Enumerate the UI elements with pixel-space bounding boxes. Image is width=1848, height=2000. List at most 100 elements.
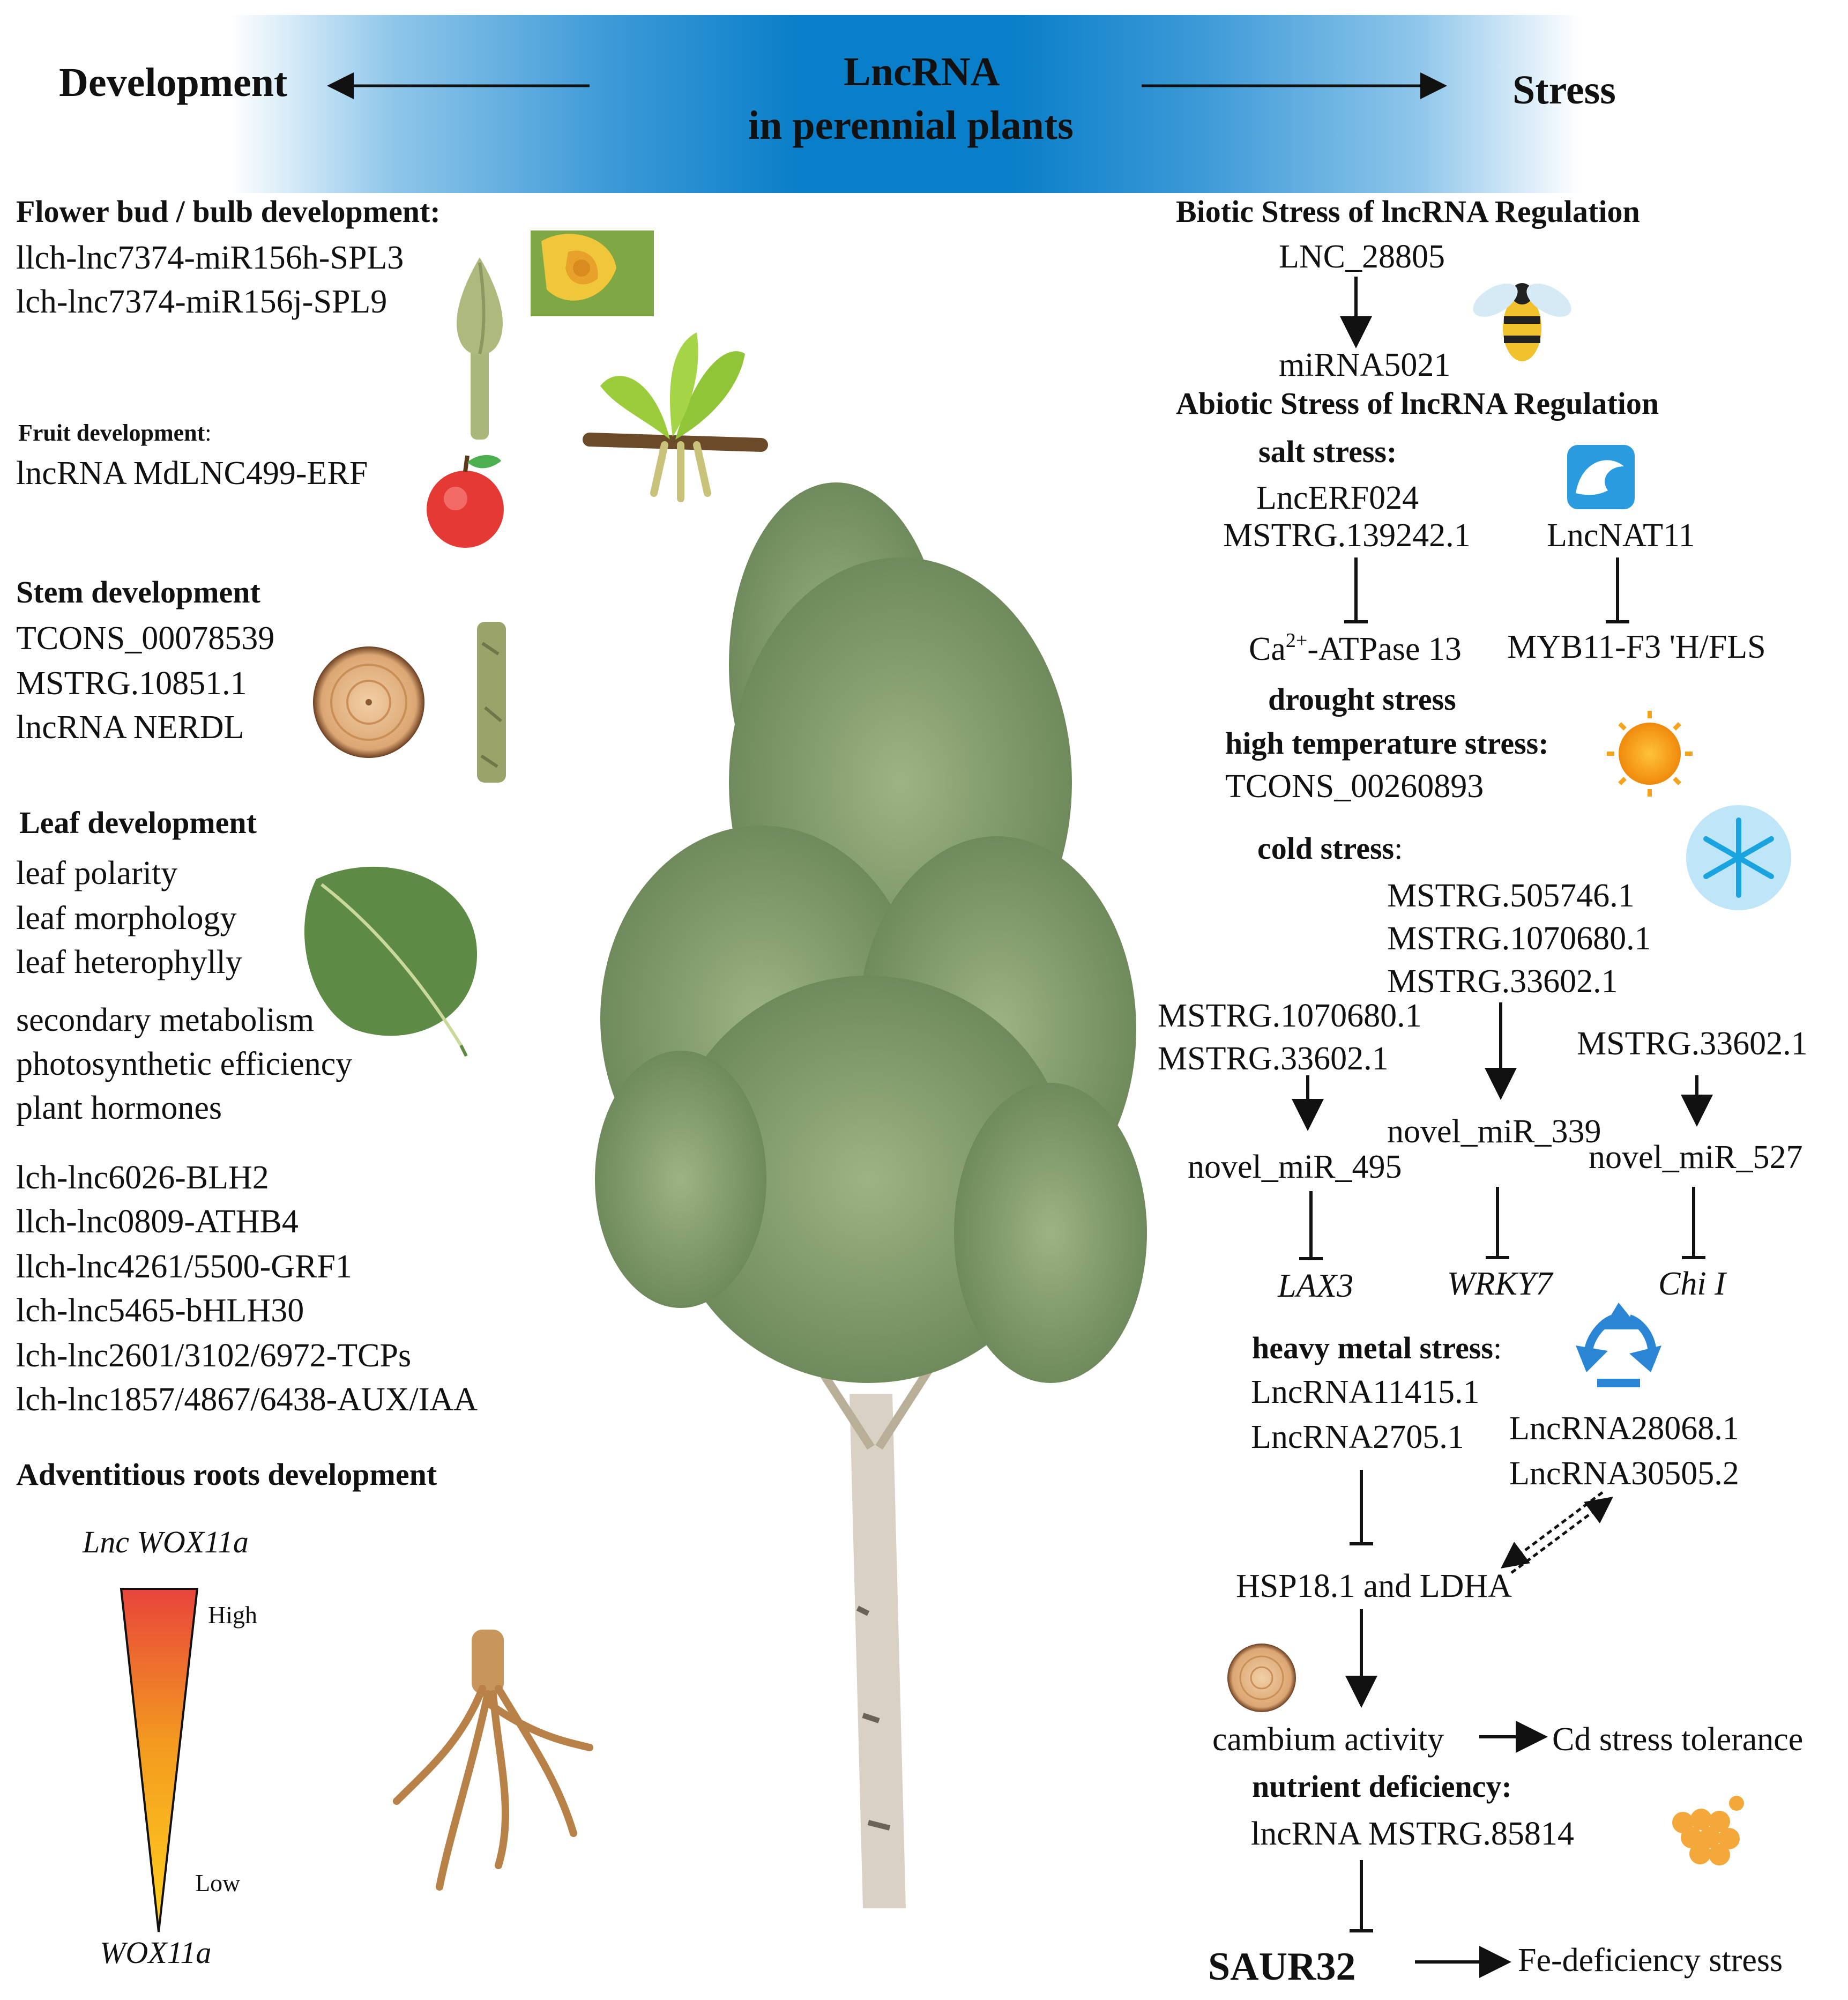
leaf-trait-5: photosynthetic efficiency <box>16 1046 353 1082</box>
apple-icon <box>427 455 504 548</box>
cold-center-item-3: MSTRG.33602.1 <box>1387 963 1618 1000</box>
cd-stress-tolerance-label: Cd stress tolerance <box>1552 1721 1804 1758</box>
nutrient-granules-icon <box>1672 1796 1744 1865</box>
stem-item-1: TCONS_00078539 <box>16 620 275 657</box>
cold-center-item-2: MSTRG.1070680.1 <box>1387 920 1651 957</box>
cold-right-item: MSTRG.33602.1 <box>1577 1025 1808 1062</box>
cold-left-item-1: MSTRG.1070680.1 <box>1158 998 1422 1034</box>
cold-mir-left: novel_miR_495 <box>1188 1149 1402 1185</box>
heavy-metal-target: HSP18.1 and LDHA <box>1236 1568 1512 1604</box>
heavy-metal-title-text: heavy metal stress <box>1252 1330 1493 1365</box>
leaf-item-2: llch-lnc0809-ATHB4 <box>16 1203 299 1240</box>
wood-ring-icon <box>1227 1644 1296 1712</box>
water-wave-icon <box>1567 445 1635 509</box>
roots-low-label: Low <box>195 1869 241 1897</box>
flower-item-2: lch-lnc7374-miR156j-SPL9 <box>16 284 388 320</box>
heavy-metal-stress-title: heavy metal stress: <box>1252 1333 1502 1364</box>
cold-title-text: cold stress <box>1257 831 1395 866</box>
abiotic-stress-title: Abiotic Stress of lncRNA Regulation <box>1176 386 1659 421</box>
leaf-icon <box>304 866 477 1057</box>
fe-deficiency-label: Fe-deficiency stress <box>1518 1942 1783 1979</box>
salt-left-target-post: -ATPase 13 <box>1307 631 1462 667</box>
leaf-trait-3: leaf heterophylly <box>16 944 242 980</box>
salt-left-target-pre: Ca <box>1249 631 1286 667</box>
salt-left-1: LncERF024 <box>1256 480 1419 516</box>
header-development-label: Development <box>59 60 288 105</box>
leaf-item-4: lch-lnc5465-bHLH30 <box>16 1292 304 1329</box>
cold-center-item-1: MSTRG.505746.1 <box>1387 878 1635 914</box>
roots-development-title: Adventitious roots development <box>16 1457 437 1492</box>
leaf-item-5: lch-lnc2601/3102/6972-TCPs <box>16 1337 412 1374</box>
stem-development-title: Stem development <box>16 575 260 609</box>
fruit-item-1: lncRNA MdLNC499-ERF <box>16 455 368 492</box>
recycle-icon <box>1576 1303 1661 1387</box>
bee-icon <box>1473 283 1571 361</box>
biotic-source: LNC_28805 <box>1279 239 1445 275</box>
nutrient-item: lncRNA MSTRG.85814 <box>1251 1816 1574 1852</box>
roots-bottom-label: WOX11a <box>100 1935 212 1970</box>
leaf-development-title: Leaf development <box>19 805 257 840</box>
salt-left-inhibition <box>1344 557 1368 623</box>
heavy-metal-right-1: LncRNA28068.1 <box>1509 1410 1739 1447</box>
leaf-trait-1: leaf polarity <box>16 855 178 891</box>
cold-mir-right: novel_miR_527 <box>1589 1139 1803 1176</box>
fruit-development-title: Fruit development: <box>18 421 212 445</box>
snowflake-icon <box>1686 805 1791 910</box>
high-temperature-stress-title: high temperature stress: <box>1225 726 1549 761</box>
salt-left-target: Ca2+-ATPase 13 <box>1249 630 1462 666</box>
heavy-metal-left-2: LncRNA2705.1 <box>1251 1419 1464 1455</box>
heavy-metal-inhibition <box>1350 1470 1373 1545</box>
leaf-item-6: lch-lnc1857/4867/6438-AUX/IAA <box>16 1381 478 1418</box>
heavy-metal-bidirectional-arrow <box>1500 1491 1614 1574</box>
nutrient-deficiency-title: nutrient deficiency: <box>1252 1769 1512 1804</box>
salt-left-2: MSTRG.139242.1 <box>1223 517 1471 554</box>
tulip-flower-icon <box>531 231 654 316</box>
salt-left-target-sup: 2+ <box>1285 629 1308 652</box>
fruit-title-text: Fruit development <box>18 420 205 446</box>
saur32-gene: SAUR32 <box>1208 1945 1356 1989</box>
leaf-item-1: lch-lnc6026-BLH2 <box>16 1159 269 1196</box>
drought-stress-title: drought stress <box>1268 682 1456 717</box>
fruit-title-suffix: : <box>205 420 212 446</box>
stem-cutting-icon <box>477 622 506 783</box>
header-title-line2: in perennial plants <box>748 103 1074 148</box>
stem-item-2: MSTRG.10851.1 <box>16 665 247 702</box>
cold-gene-center: WRKY7 <box>1447 1266 1553 1302</box>
leaf-trait-4: secondary metabolism <box>16 1002 315 1038</box>
cold-gene-left: LAX3 <box>1278 1268 1354 1304</box>
cold-left-inhibition <box>1299 1191 1323 1260</box>
wox11a-gradient-triangle <box>120 1588 199 1932</box>
cold-right-inhibition <box>1682 1187 1705 1259</box>
header-stress-label: Stress <box>1512 68 1616 113</box>
leaf-trait-2: leaf morphology <box>16 900 237 936</box>
leaf-trait-6: plant hormones <box>16 1090 222 1126</box>
roots-top-label: Lnc WOX11a <box>83 1525 249 1559</box>
cold-center-inhibition <box>1486 1187 1509 1259</box>
salt-right-target: MYB11-F3 'H/FLS <box>1507 629 1766 665</box>
roots-high-label: High <box>208 1601 257 1629</box>
cold-title-suffix: : <box>1394 831 1403 866</box>
biotic-target: miRNA5021 <box>1279 347 1451 383</box>
salt-right: LncNAT11 <box>1547 517 1695 554</box>
biotic-stress-title: Biotic Stress of lncRNA Regulation <box>1176 194 1640 229</box>
stem-item-3: lncRNA NERDL <box>16 709 244 746</box>
nutrient-inhibition <box>1350 1860 1373 1932</box>
sun-icon <box>1607 711 1693 797</box>
cold-gene-right: Chi I <box>1658 1266 1726 1302</box>
tree-icon <box>595 482 1147 1908</box>
leaf-item-3: llch-lnc4261/5500-GRF1 <box>16 1248 352 1285</box>
heavy-metal-title-suffix: : <box>1493 1330 1502 1365</box>
salt-right-inhibition <box>1606 557 1629 623</box>
flower-development-title: Flower bud / bulb development: <box>16 194 441 229</box>
root-icon <box>393 1630 593 1891</box>
header-banner <box>230 15 1581 193</box>
flower-item-1: llch-lnc7374-miR156h-SPL3 <box>16 240 404 276</box>
cold-left-item-2: MSTRG.33602.1 <box>1158 1040 1389 1077</box>
wood-slice-icon <box>313 646 424 758</box>
ginkgo-branch-icon <box>583 332 768 502</box>
cold-mir-center: novel_miR_339 <box>1387 1113 1601 1150</box>
heavy-metal-left-1: LncRNA11415.1 <box>1251 1374 1480 1410</box>
drought-item: TCONS_00260893 <box>1225 768 1484 805</box>
salt-stress-title: salt stress: <box>1258 434 1397 469</box>
